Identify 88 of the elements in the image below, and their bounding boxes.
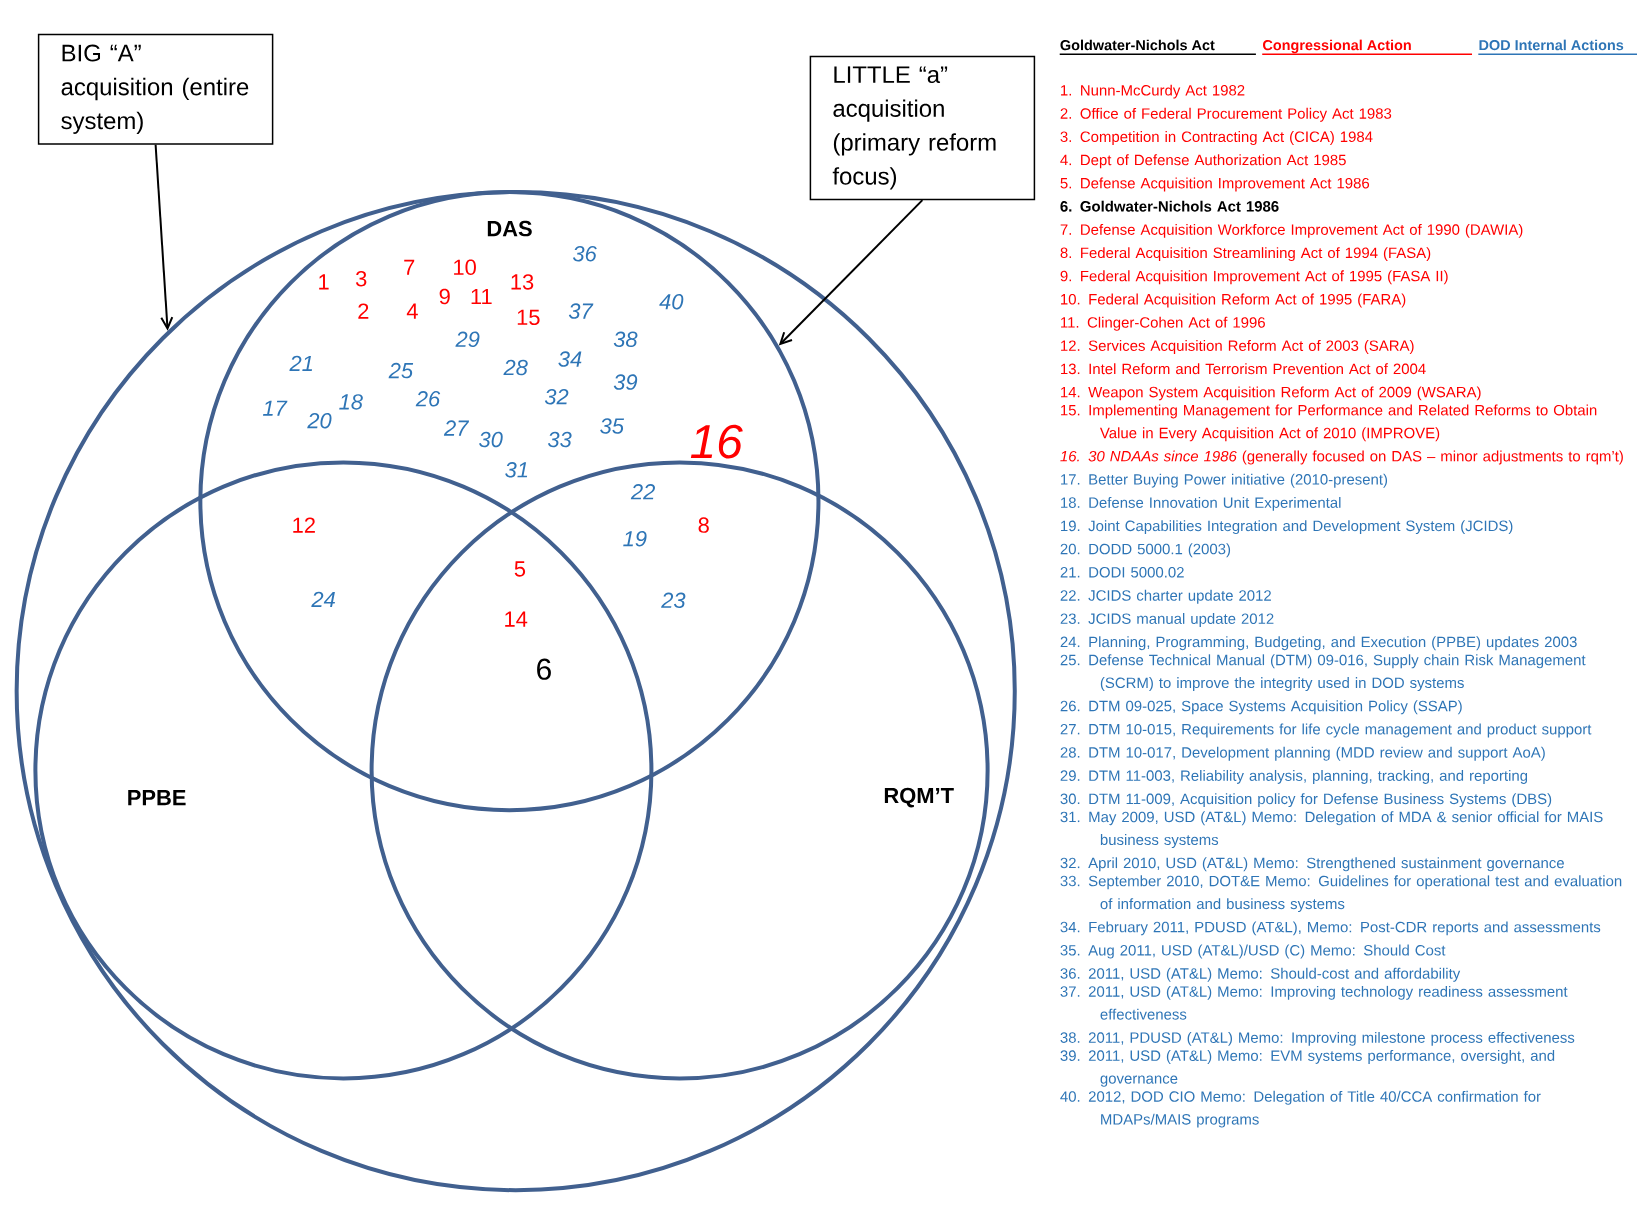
callout-number: 9 [439, 288, 450, 305]
legend-item: Goldwater-Nichols Act [1058, 39, 1257, 56]
list-item: 15. Implementing Management for Performance and Related Reforms to Obtain Value in Every Acquisition Act of 2010 (IMPROVE) [1061, 404, 1597, 442]
callout-number: 18 [339, 394, 363, 410]
callout-number: 31 [505, 462, 528, 478]
list-item: 19. Joint Capabilities Integration and Development System (JCIDS) [1061, 520, 1513, 535]
callout-number: 23 [661, 592, 686, 609]
callout-number: 5 [514, 561, 526, 577]
venn-circle [14, 190, 1017, 1193]
callout-number: 33 [547, 431, 572, 448]
callout-number: 10 [454, 259, 476, 276]
list-item: 11. Clinger-Cohen Act of 1996 [1061, 316, 1265, 331]
callout-number: 19 [623, 530, 647, 547]
callout-number: 39 [613, 374, 638, 390]
callout-number: 17 [263, 400, 288, 416]
list-item: 17. Better Buying Power initiative (2010-present) [1061, 473, 1388, 488]
callout-number: 1 [319, 274, 329, 290]
list-item: 29. DTM 11-003, Reliability analysis, planning, tracking, and reporting [1060, 769, 1528, 784]
list-item: 18. Defense Innovation Unit Experimental [1061, 496, 1341, 511]
arrow [154, 143, 174, 331]
callout-number: 22 [630, 484, 655, 500]
list-item: 31. May 2009, USD (AT&L) Memo: Delegation of MDA & senior official for MAIS business systems [1060, 811, 1603, 848]
callout-number: 7 [404, 259, 415, 275]
text-box: LITTLE “a” acquisition (primary reform focus) [809, 55, 1036, 201]
legend-item: DOD Internal Actions [1477, 39, 1637, 56]
list-item: 13. Intel Reform and Terrorism Prevention Act of 2004 [1061, 363, 1426, 375]
list-item: 4. Dept of Defense Authorization Act 1985 [1060, 154, 1346, 169]
list-item: 30. DTM 11-009, Acquisition policy for Defense Business Systems (DBS) [1060, 793, 1552, 808]
list-item: 5. Defense Acquisition Improvement Act 1986 [1060, 177, 1370, 192]
list-item: 12. Services Acquisition Reform Act of 2003 (SARA) [1061, 340, 1414, 354]
callout-number: 8 [698, 517, 709, 533]
list-item: 26. DTM 09-025, Space Systems Acquisition Policy (SSAP) [1060, 700, 1462, 715]
callout-number: 14 [505, 611, 528, 627]
list-item: 9. Federal Acquisition Improvement Act of 1995 (FASA II) [1060, 270, 1448, 285]
callout-number: 3 [355, 270, 367, 287]
callout-number: 34 [558, 351, 582, 367]
callout-number: 28 [503, 359, 528, 376]
list-item: 28. DTM 10-017, Development planning (MDD review and support AoA) [1060, 746, 1545, 761]
callout-number: 40 [659, 293, 684, 310]
callout-number: 27 [443, 420, 470, 436]
callout-number: 4 [406, 303, 418, 319]
callout-number: 11 [471, 288, 492, 305]
list-item: 38. 2011, PDUSD (AT&L) Memo: Improving milestone process effectiveness [1060, 1031, 1575, 1046]
callout-number: 35 [600, 418, 625, 434]
list-item: 40. 2012, DOD CIO Memo: Delegation of Title 40/CCA confirmation for MDAPs/MAIS programs [1060, 1090, 1541, 1128]
callout-number: 26 [415, 391, 441, 407]
arrow [778, 199, 924, 346]
callout-number: 37 [568, 303, 594, 319]
callout-number: 32 [544, 388, 569, 405]
callout-number: 21 [289, 355, 313, 371]
callout-number: 20 [307, 412, 332, 429]
list-item: 22. JCIDS charter update 2012 [1060, 589, 1271, 604]
list-item: 23. JCIDS manual update 2012 [1060, 613, 1274, 627]
callout-number: 16 [690, 424, 743, 459]
list-item: 37. 2011, USD (AT&L) Memo: Improving technology readiness assessment effectiveness [1060, 985, 1568, 1020]
list-item: 24. Planning, Programming, Budgeting, and Execution (PPBE) updates 2003 [1060, 636, 1577, 651]
list-item: 25. Defense Technical Manual (DTM) 09-016, Supply chain Risk Management (SCRM) to improve the integrity used in DOD systems [1060, 654, 1586, 692]
list-item: 39. 2011, USD (AT&L) Memo: EVM systems performance, oversight, and governance [1060, 1050, 1555, 1087]
callout-number: 12 [293, 517, 315, 533]
callout-number: 29 [455, 331, 480, 348]
list-item: 16. 30 NDAAs since 1986 (generally focused on DAS – minor adjustments to rqm’t) [1060, 450, 1623, 465]
list-item: 14. Weapon System Acquisition Reform Act of 2009 (WSARA) [1061, 386, 1481, 401]
callout-number: 30 [479, 431, 503, 448]
callout-number: 25 [388, 362, 414, 379]
list-item: 27. DTM 10-015, Requirements for life cycle management and product support [1060, 723, 1592, 738]
callout-number: 36 [572, 245, 597, 262]
callout-number: 2 [358, 303, 369, 319]
text-box: BIG “A” acquisition (entire system) [37, 33, 274, 145]
callout-number: 38 [613, 331, 638, 348]
callout-number: 24 [311, 591, 335, 607]
list-item: 36. 2011, USD (AT&L) Memo: Should-cost and affordability [1060, 967, 1461, 982]
list-item: 21. DODI 5000.02 [1060, 567, 1184, 578]
list-item: 7. Defense Acquisition Workforce Improvement Act of 1990 (DAWIA) [1060, 223, 1523, 238]
list-item: 10. Federal Acquisition Reform Act of 1995 (FARA) [1061, 293, 1406, 308]
legend-item: Congressional Action [1261, 39, 1473, 56]
list-item: 3. Competition in Contracting Act (CICA) 1984 [1060, 131, 1373, 145]
callout-number: 15 [517, 309, 540, 326]
list-item: 20. DODD 5000.1 (2003) [1060, 543, 1231, 558]
list-item: 32. April 2010, USD (AT&L) Memo: Strengthened sustainment governance [1060, 857, 1564, 872]
list-item: 6. Goldwater-Nichols Act 1986 [1060, 200, 1279, 212]
list-item: 35. Aug 2011, USD (AT&L)/USD (C) Memo: Should Cost [1060, 944, 1446, 959]
list-item: 1. Nunn-McCurdy Act 1982 [1061, 84, 1245, 99]
list-item: 33. September 2010, DOT&E Memo: Guidelines for operational test and evaluation of information and business systems [1060, 875, 1622, 913]
list-item: 2. Office of Federal Procurement Policy Act 1983 [1060, 107, 1392, 122]
list-item: 8. Federal Acquisition Streamlining Act of 1994 (FASA) [1060, 247, 1431, 262]
list-item: 34. February 2011, PDUSD (AT&L), Memo: Post-CDR reports and assessments [1060, 921, 1601, 936]
callout-number: 13 [511, 274, 534, 290]
callout-number: 6 [537, 658, 551, 680]
